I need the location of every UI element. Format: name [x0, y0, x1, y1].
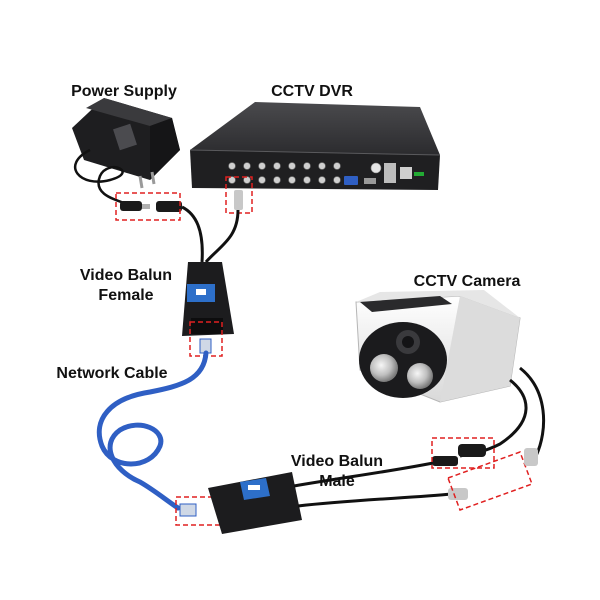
power-dc-plug — [120, 201, 142, 211]
dvr-status-leds — [414, 172, 424, 176]
dvr-power-inlet — [370, 162, 382, 174]
male-balun-bnc-plug — [448, 488, 468, 500]
male-rj45-plug — [179, 503, 197, 517]
female-balun-power-lead — [181, 205, 204, 263]
label-video-balun-male-line1: Video Balun — [290, 453, 384, 470]
label-cctv-camera: CCTV Camera — [413, 273, 521, 290]
dvr-lan-port — [400, 167, 412, 179]
dvr-hdmi-port — [364, 178, 376, 184]
male-balun-video-lead — [297, 492, 453, 508]
dc-plug-tip — [142, 204, 150, 209]
label-power-supply: Power Supply — [71, 83, 177, 100]
camera-video-highlight — [447, 451, 533, 511]
label-video-balun-male-line2: Male — [319, 473, 355, 490]
male-balun-power-lead — [293, 460, 439, 488]
dvr-usb-ports — [384, 163, 396, 183]
label-network-cable: Network Cable — [56, 365, 168, 382]
camera-bnc-socket — [524, 448, 538, 466]
power-supply-cord — [74, 148, 133, 208]
balun-dc-jack — [156, 201, 182, 212]
label-cctv-dvr: CCTV DVR — [271, 83, 353, 100]
male-balun-dc-plug — [432, 456, 458, 466]
cctv-bullet-camera — [355, 290, 521, 403]
video-balun-male-device — [208, 472, 302, 534]
power-supply-adapter — [72, 98, 180, 189]
dvr-vga-port — [344, 176, 358, 185]
label-video-balun-female-line1: Video Balun — [79, 267, 173, 284]
power-connection-highlight — [115, 192, 181, 221]
female-balun-video-lead — [204, 209, 240, 263]
dvr-bnc-inputs — [228, 162, 341, 184]
camera-power-highlight — [431, 437, 495, 469]
camera-dc-jack — [458, 444, 486, 457]
male-balun-rj45-highlight — [175, 496, 225, 526]
camera-bracket-cable-video — [519, 366, 546, 457]
label-video-balun-female-line2: Female — [98, 287, 154, 304]
network-cable — [96, 350, 209, 511]
dvr-bnc-plug — [234, 190, 243, 210]
